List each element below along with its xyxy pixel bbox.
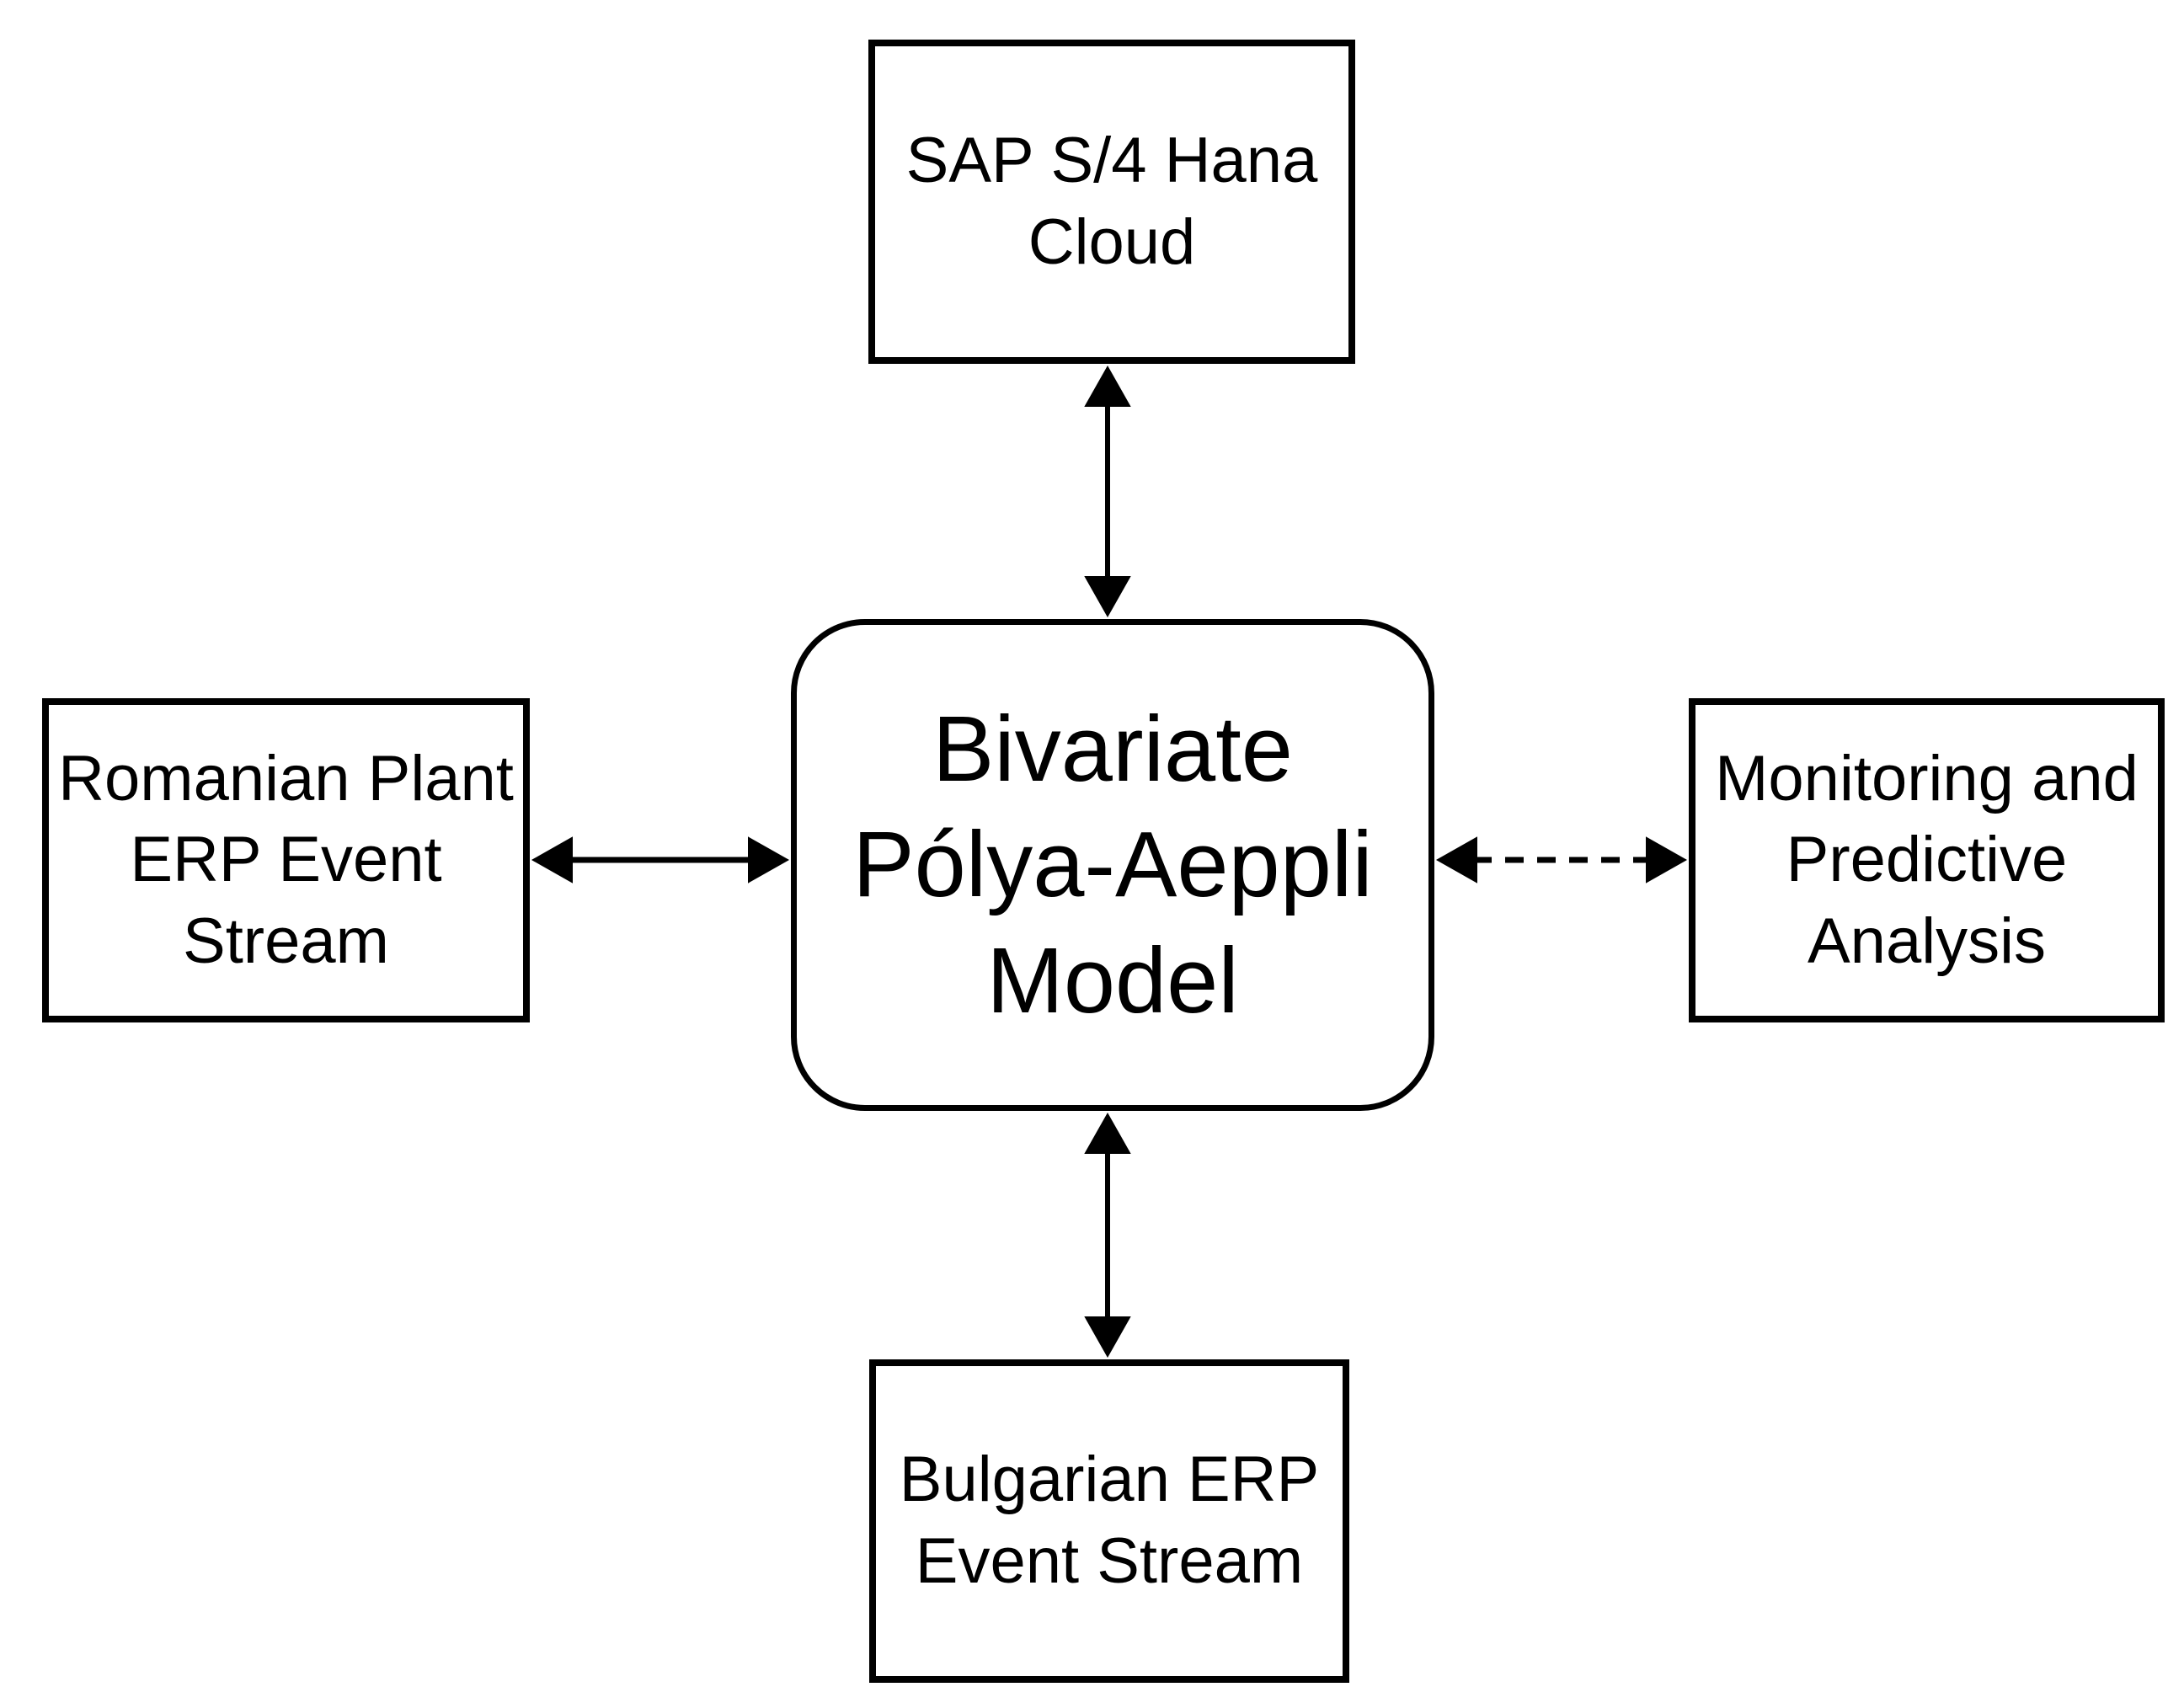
node-bivariate-polya-aeppli-model-label: Bivariate Pólya-Aeppli Model	[852, 697, 1373, 1033]
arrow-center-bottom	[1084, 1112, 1131, 1359]
node-monitoring-and-predictive-analysis: Monitoring and Predictive Analysis	[1689, 698, 2165, 1022]
node-sap-s4-hana-cloud: SAP S/4 Hana Cloud	[868, 40, 1355, 364]
node-monitoring-and-predictive-analysis-label: Monitoring and Predictive Analysis	[1715, 742, 2139, 977]
node-bivariate-polya-aeppli-model: Bivariate Pólya-Aeppli Model	[791, 619, 1434, 1111]
node-sap-s4-hana-cloud-label: SAP S/4 Hana Cloud	[905, 124, 1318, 278]
node-romanian-plant-erp-event-stream: Romanian Plant ERP Event Stream	[42, 698, 530, 1022]
arrow-center-top	[1084, 365, 1131, 618]
node-bulgarian-erp-event-stream: Bulgarian ERP Event Stream	[869, 1359, 1349, 1683]
arrow-center-left	[531, 836, 790, 884]
node-bulgarian-erp-event-stream-label: Bulgarian ERP Event Stream	[899, 1444, 1320, 1597]
node-romanian-plant-erp-event-stream-label: Romanian Plant ERP Event Stream	[58, 742, 514, 977]
arrow-center-right-dashed	[1435, 836, 1688, 884]
